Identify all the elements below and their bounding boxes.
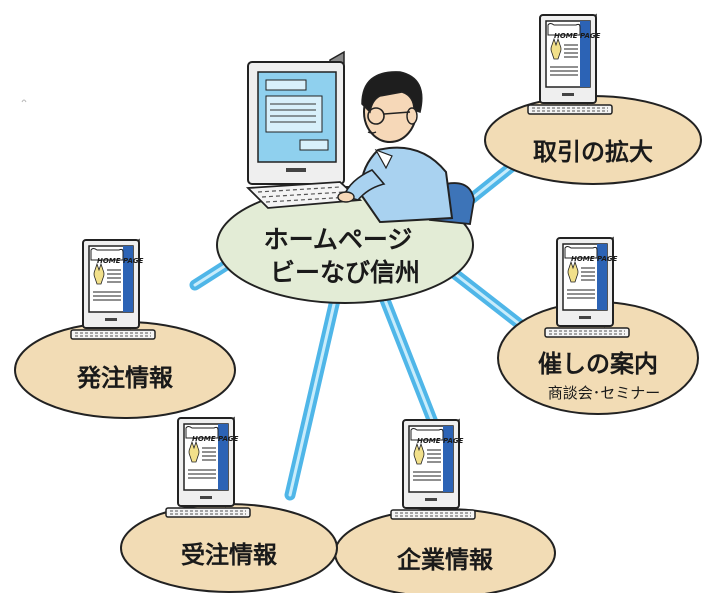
monitor-icon [177,417,235,507]
node-trade: HOME PAGE 取引の拡大 [484,14,702,185]
hub-keyboard-icon [245,181,363,209]
label-order-received: 受注情報 [181,541,278,569]
node-company: HOME PAGE 企業情報 [334,419,556,593]
label-trade: 取引の拡大 [533,138,653,166]
monitor-icon [82,239,140,329]
node-order-received: HOME PAGE 受注情報 [120,417,338,593]
home-page-banner: HOME PAGE [192,435,239,443]
home-page-banner: HOME PAGE [554,32,601,40]
label-company: 企業情報 [397,546,494,574]
home-page-banner: HOME PAGE [571,255,618,263]
keyboard-icon [165,507,251,518]
home-page-banner: HOME PAGE [97,257,144,265]
keyboard-icon [544,327,630,338]
label-event: 催しの案内 [538,350,658,378]
hub-title-line1: ホームページ [264,225,413,254]
node-event: HOME PAGE 催しの案内 商談会･セミナー [497,237,699,415]
monitor-icon [556,237,614,327]
keyboard-icon [527,104,613,115]
hub-monitor-icon [247,50,345,186]
home-page-banner: HOME PAGE [417,437,464,445]
hub-node: ホームページ ビーなび信州 [216,50,475,304]
sublabel-event: 商談会･セミナー [548,384,661,402]
decor-mark [21,99,27,103]
keyboard-icon [390,509,476,520]
keyboard-icon [70,329,156,340]
hub-title-line2: ビーなび信州 [270,258,420,287]
monitor-icon [402,419,460,509]
node-order-placed: HOME PAGE 発注情報 [14,239,236,419]
label-order-placed: 発注情報 [76,364,174,392]
operator-person-icon [337,71,454,224]
monitor-icon [539,14,597,104]
